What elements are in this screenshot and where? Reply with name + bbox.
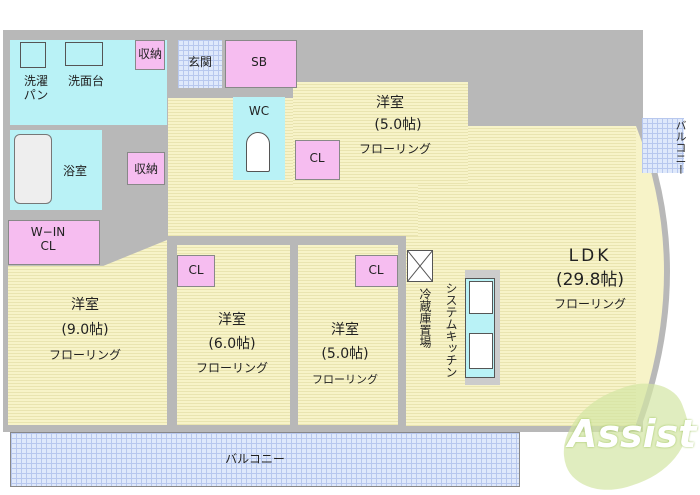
- walkin-label: W−IN CL: [30, 225, 66, 254]
- storage-1-label: 収納: [137, 47, 163, 61]
- wc-label: WC: [248, 104, 270, 118]
- bedroom-9-name: 洋室: [71, 297, 99, 313]
- walkin-closet: [8, 220, 100, 265]
- bedroom-top-name: 洋室: [376, 95, 404, 111]
- washbasin-label: 洗面台: [67, 74, 105, 88]
- storage-1: [135, 40, 165, 70]
- bedroom-5-size: (5.0帖): [321, 346, 369, 362]
- bedroom-top-floor: フローリング: [358, 142, 432, 156]
- ldk-name: LDK: [568, 246, 612, 266]
- bedroom-6-size: (6.0帖): [208, 336, 256, 352]
- ldk-size: (29.8帖): [555, 270, 625, 290]
- bedroom-9: [8, 240, 167, 425]
- entrance: [178, 40, 222, 88]
- shoe-box-label: SB: [251, 55, 267, 69]
- closet-top-label: CL: [309, 151, 325, 165]
- ldk-floor-label: フローリング: [553, 297, 627, 311]
- bedroom-9-size: (9.0帖): [61, 322, 109, 338]
- balcony-small: [642, 118, 684, 173]
- balcony: [10, 432, 520, 487]
- bedroom-6-floor: フローリング: [195, 361, 269, 375]
- entrance-label: 玄関: [187, 55, 213, 69]
- assist-logo: Assist: [568, 412, 697, 456]
- bedroom-top-size: (5.0帖): [374, 117, 422, 133]
- storage-2-label: 収納: [133, 162, 159, 176]
- closet-5: [355, 255, 398, 287]
- closet-5-label: CL: [368, 263, 384, 277]
- washbasin-icon: [65, 42, 103, 66]
- fridge-space-icon: [407, 250, 433, 282]
- bedroom-5-floor: フローリング: [312, 373, 378, 386]
- closet-6: [177, 255, 215, 287]
- fridge-label: 冷蔵庫置場: [418, 288, 432, 348]
- bath-label: 浴室: [62, 164, 88, 178]
- balcony-label: バルコニー: [225, 452, 285, 466]
- shoe-box: [225, 40, 297, 88]
- kitchen-label: システムキッチン: [444, 282, 458, 378]
- balcony-small-label: バルコニー: [674, 120, 687, 175]
- closet-top: [295, 140, 340, 180]
- bedroom-6-name: 洋室: [218, 312, 246, 328]
- toilet-icon: [246, 132, 270, 172]
- laundry-label: 洗濯 パン: [23, 74, 49, 103]
- sink-icon: [469, 333, 493, 369]
- bedroom-5-name: 洋室: [331, 322, 359, 338]
- stove-icon: [469, 281, 493, 314]
- laundry-pan-icon: [20, 42, 46, 68]
- closet-6-label: CL: [188, 263, 204, 277]
- storage-2: [127, 152, 165, 185]
- bathtub-icon: [14, 134, 52, 204]
- bedroom-9-floor: フローリング: [48, 348, 122, 362]
